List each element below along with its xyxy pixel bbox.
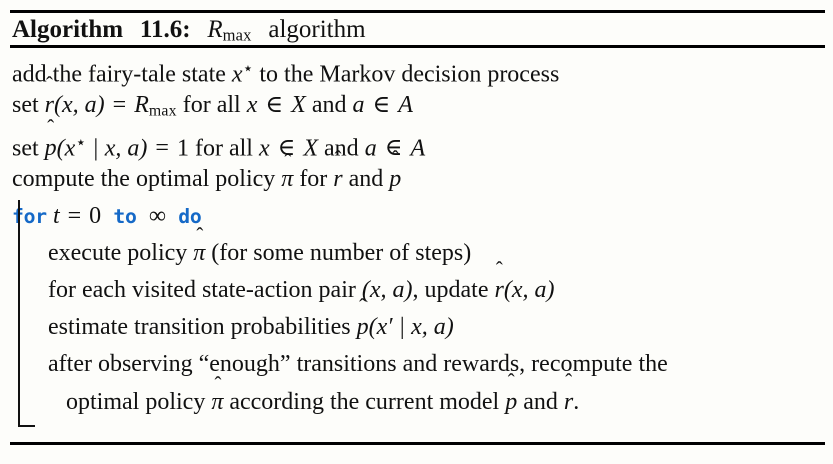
x-variable: x xyxy=(246,92,258,118)
reward-estimate-symbol: r xyxy=(333,161,342,198)
step-10-mid: according the current model xyxy=(229,389,500,415)
step-6-text: execute policy xyxy=(48,240,188,266)
sentence-period: . xyxy=(573,389,580,415)
policy-estimate-symbol: π xyxy=(193,235,205,272)
step-1-text: add the fairy-tale state xyxy=(12,61,226,88)
step-10-text: optimal policy xyxy=(66,389,206,415)
step-line-7: for each visited state-action pair (x, a… xyxy=(0,272,833,309)
to-keyword: to xyxy=(113,205,137,228)
state-action-pair: (x, a) xyxy=(361,277,413,303)
algorithm-name-suffix: algorithm xyxy=(268,16,366,43)
algorithm-title-label: Algorithm xyxy=(12,16,124,43)
step-3-quantifier: for all xyxy=(194,135,253,162)
transition-args: x, a xyxy=(104,135,140,162)
one-value: 1 xyxy=(176,135,189,162)
step-7-text: for each visited state-action pair xyxy=(48,277,356,303)
step-6-text-post: (for some number of steps) xyxy=(211,240,472,266)
step-line-8: estimate transition probabilities p(x′ |… xyxy=(0,309,833,346)
transition-args: x, a xyxy=(411,314,446,340)
algorithm-steps: add the fairy-tale state x⋆ to the Marko… xyxy=(0,50,833,421)
action-space-symbol: A xyxy=(410,135,426,162)
reward-estimate-symbol: r xyxy=(564,384,573,421)
reward-estimate-symbol: r xyxy=(45,87,54,124)
step-line-4: compute the optimal policy π for r and p xyxy=(0,161,833,198)
bottom-rule xyxy=(10,442,825,445)
policy-estimate-symbol: π xyxy=(281,161,293,198)
step-line-5-for-loop: for t = 0 to ∞ do xyxy=(0,198,833,235)
loop-variable: t xyxy=(52,203,60,229)
paren-open: ( xyxy=(368,314,377,340)
step-line-1: add the fairy-tale state x⋆ to the Marko… xyxy=(0,50,833,87)
fairy-tale-state-var: x xyxy=(64,135,76,162)
next-state-var: x xyxy=(376,314,388,340)
loop-body-bracket xyxy=(18,200,35,427)
step-line-9: after observing “enough” transitions and… xyxy=(0,346,833,384)
state-space-symbol: X xyxy=(291,92,306,118)
transition-estimate-symbol: p xyxy=(505,384,517,421)
step-2-quantifier: for all xyxy=(182,92,241,118)
rmax-subscript: max xyxy=(148,102,177,120)
element-of-operator-2: ∈ xyxy=(372,92,391,118)
conditional-bar: | xyxy=(92,135,99,162)
policy-estimate-symbol: π xyxy=(211,384,223,421)
algorithm-title: Algorithm 11.6: Rmax algorithm xyxy=(12,14,366,45)
state-space-symbol: X xyxy=(303,135,319,162)
equals-operator: = xyxy=(155,135,169,162)
step-line-3: set p(x⋆ | x, a) = 1 for all x ∈ X and a… xyxy=(0,124,833,161)
a-variable: a xyxy=(364,135,377,162)
conjunction: and xyxy=(311,92,347,118)
star-superscript: ⋆ xyxy=(75,133,87,152)
element-of-operator: ∈ xyxy=(265,92,284,118)
equals-operator: = xyxy=(112,92,127,118)
loop-start-value: 0 xyxy=(89,203,102,229)
transition-estimate-symbol: p xyxy=(45,130,57,167)
equals-operator: = xyxy=(67,203,82,229)
title-rule xyxy=(10,45,825,48)
step-1-text-post: to the Markov decision process xyxy=(259,61,560,88)
rmax-symbol: R xyxy=(134,92,149,118)
reward-args: (x, a) xyxy=(54,92,105,118)
step-3-verb: set xyxy=(12,135,39,162)
step-line-10: optimal policy π according the current m… xyxy=(0,384,833,421)
transition-estimate-symbol: p xyxy=(357,309,369,346)
reward-args: (x, a) xyxy=(503,277,555,303)
algorithm-title-number: 11.6: xyxy=(139,16,191,43)
step-line-6: execute policy π (for some number of ste… xyxy=(0,235,833,272)
algorithm-name-subscript: max xyxy=(222,25,252,45)
conjunction: and xyxy=(523,389,558,415)
star-superscript: ⋆ xyxy=(242,59,254,78)
step-9-text: after observing “enough” transitions and… xyxy=(48,351,668,377)
step-4-text: compute the optimal policy xyxy=(12,166,276,192)
paren-open: ( xyxy=(56,135,65,162)
do-keyword: do xyxy=(178,205,202,228)
step-line-2: set r(x, a) = Rmax for all x ∈ X and a ∈… xyxy=(0,87,833,124)
step-8-text: estimate transition probabilities xyxy=(48,314,351,340)
infinity-symbol: ∞ xyxy=(148,203,167,229)
conditional-bar: | xyxy=(398,314,406,340)
step-7-mid: , update xyxy=(412,277,489,303)
step-2-verb: set xyxy=(12,92,39,118)
a-variable: a xyxy=(352,92,365,118)
transition-estimate-symbol: p xyxy=(389,161,401,198)
state-variable: x xyxy=(231,61,243,88)
paren-close: ) xyxy=(445,314,454,340)
reward-estimate-symbol: r xyxy=(495,272,504,309)
conjunction: and xyxy=(348,166,384,192)
top-rule xyxy=(10,10,825,13)
step-4-mid: for xyxy=(299,166,328,192)
action-space-symbol: A xyxy=(398,92,413,118)
for-keyword: for xyxy=(12,205,47,228)
prime-mark: ′ xyxy=(387,314,393,340)
algorithm-name-symbol: R xyxy=(207,16,223,43)
paren-close: ) xyxy=(139,135,148,162)
x-variable: x xyxy=(258,135,270,162)
